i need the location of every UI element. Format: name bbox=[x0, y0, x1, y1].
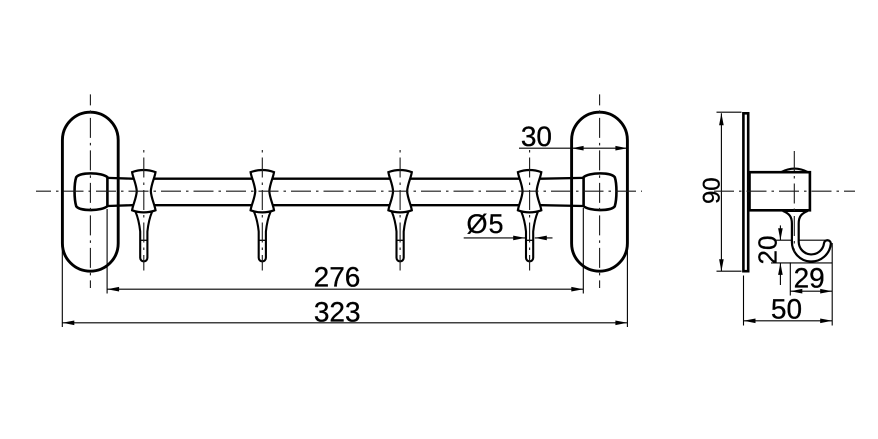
svg-text:29: 29 bbox=[794, 263, 825, 294]
svg-text:20: 20 bbox=[752, 236, 782, 265]
svg-text:Ø5: Ø5 bbox=[466, 209, 504, 239]
svg-text:323: 323 bbox=[314, 297, 361, 328]
svg-text:276: 276 bbox=[314, 262, 361, 293]
svg-text:50: 50 bbox=[771, 294, 802, 325]
svg-text:30: 30 bbox=[521, 121, 552, 152]
